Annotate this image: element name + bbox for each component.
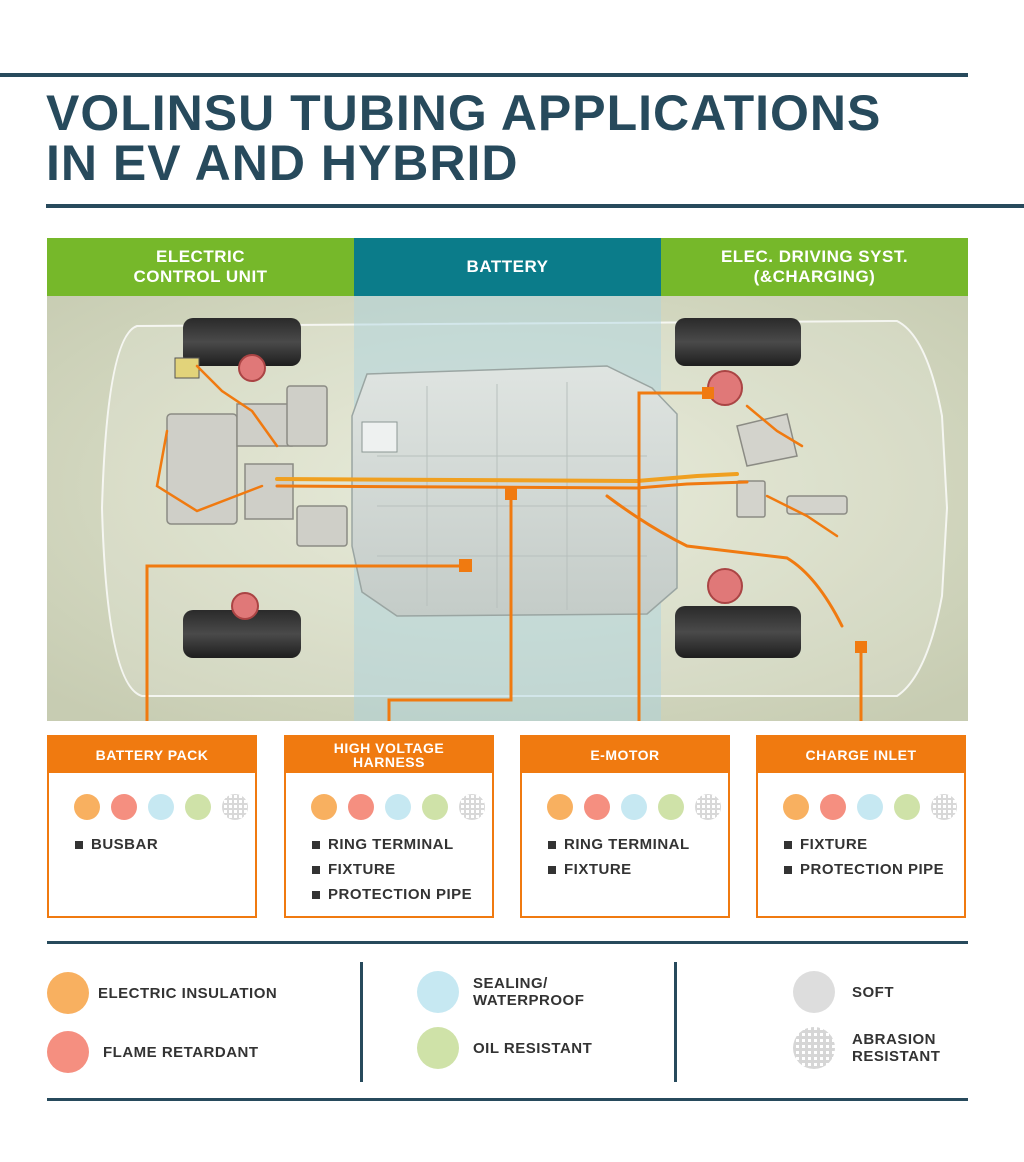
legend-flame-retardant: FLAME RETARDANT bbox=[47, 1031, 259, 1073]
legend-bottom-rule bbox=[47, 1098, 968, 1101]
legend-top-rule bbox=[47, 941, 968, 944]
bullet-square-icon bbox=[75, 841, 83, 849]
card-title: BATTERY PACK bbox=[49, 737, 255, 773]
section-header-electric-control-unit: ELECTRIC CONTROL UNIT bbox=[47, 238, 354, 296]
card-title: CHARGE INLET bbox=[758, 737, 964, 773]
legend-oil-resistant: OIL RESISTANT bbox=[417, 1027, 592, 1069]
legend-divider bbox=[360, 962, 363, 1082]
top-rule bbox=[0, 73, 968, 77]
electric-insulation-icon bbox=[547, 794, 573, 820]
card-title: HIGH VOLTAGE HARNESS bbox=[286, 737, 492, 773]
callout-markers bbox=[459, 387, 867, 653]
light-green-circle-icon bbox=[417, 1027, 459, 1069]
flame-retardant-icon bbox=[820, 794, 846, 820]
control-unit-machinery bbox=[166, 385, 348, 547]
abrasion-resistant-icon bbox=[931, 794, 957, 820]
legend-soft: SOFT bbox=[793, 971, 894, 1013]
feature-item: FIXTURE bbox=[310, 860, 472, 885]
sealing-waterproof-icon bbox=[621, 794, 647, 820]
oil-resistant-icon bbox=[894, 794, 920, 820]
card-high-voltage-harness: HIGH VOLTAGE HARNESS RING TERMINAL FIXTU… bbox=[284, 735, 494, 918]
feature-item: RING TERMINAL bbox=[546, 835, 690, 860]
section-header-elec-driving-system: ELEC. DRIVING SYST. (&CHARGING) bbox=[661, 238, 968, 296]
bullet-square-icon bbox=[312, 841, 320, 849]
property-dots bbox=[547, 794, 721, 820]
legend-abrasion-resistant: ABRASION RESISTANT bbox=[793, 1027, 940, 1069]
feature-item: FIXTURE bbox=[782, 835, 944, 860]
feature-item: PROTECTION PIPE bbox=[310, 885, 472, 910]
feature-item: RING TERMINAL bbox=[310, 835, 472, 860]
card-e-motor: E-MOTOR RING TERMINAL FIXTURE bbox=[520, 735, 730, 918]
electric-insulation-icon bbox=[783, 794, 809, 820]
light-blue-circle-icon bbox=[417, 971, 459, 1013]
oil-resistant-icon bbox=[658, 794, 684, 820]
abrasion-resistant-icon bbox=[222, 794, 248, 820]
sealing-waterproof-icon bbox=[148, 794, 174, 820]
ev-chassis-illustration bbox=[47, 296, 968, 721]
brake-discs bbox=[231, 354, 743, 620]
feature-item: BUSBAR bbox=[73, 835, 158, 860]
bullet-square-icon bbox=[548, 841, 556, 849]
feature-item: FIXTURE bbox=[546, 860, 690, 885]
tire-front-left bbox=[183, 318, 301, 366]
card-title: E-MOTOR bbox=[522, 737, 728, 773]
oil-resistant-icon bbox=[422, 794, 448, 820]
legend-sealing-waterproof: SEALING/ WATERPROOF bbox=[417, 971, 584, 1013]
orange-circle-icon bbox=[47, 972, 89, 1014]
flame-retardant-icon bbox=[111, 794, 137, 820]
feature-list: RING TERMINAL FIXTURE bbox=[546, 835, 690, 885]
ecu-module bbox=[174, 357, 200, 379]
sealing-waterproof-icon bbox=[385, 794, 411, 820]
harness-cables bbox=[155, 364, 844, 628]
feature-item: PROTECTION PIPE bbox=[782, 860, 944, 885]
drive-system-machinery bbox=[736, 413, 848, 518]
bullet-square-icon bbox=[548, 866, 556, 874]
tire-rear-right bbox=[675, 606, 801, 658]
flame-retardant-icon bbox=[348, 794, 374, 820]
property-dots bbox=[783, 794, 957, 820]
section-header-battery: BATTERY bbox=[354, 238, 661, 296]
electric-insulation-icon bbox=[74, 794, 100, 820]
property-dots bbox=[311, 794, 485, 820]
bullet-square-icon bbox=[312, 866, 320, 874]
feature-list: FIXTURE PROTECTION PIPE bbox=[782, 835, 944, 885]
red-circle-icon bbox=[47, 1031, 89, 1073]
flame-retardant-icon bbox=[584, 794, 610, 820]
tire-front-right bbox=[675, 318, 801, 366]
property-dots bbox=[74, 794, 248, 820]
callout-lines bbox=[145, 391, 863, 721]
title-underline bbox=[46, 204, 1024, 208]
bullet-square-icon bbox=[784, 841, 792, 849]
abrasion-resistant-icon bbox=[459, 794, 485, 820]
oil-resistant-icon bbox=[185, 794, 211, 820]
battery-module-box bbox=[361, 421, 398, 453]
card-charge-inlet: CHARGE INLET FIXTURE PROTECTION PIPE bbox=[756, 735, 966, 918]
bullet-square-icon bbox=[784, 866, 792, 874]
feature-list: BUSBAR bbox=[73, 835, 158, 860]
electric-insulation-icon bbox=[311, 794, 337, 820]
card-battery-pack: BATTERY PACK BUSBAR bbox=[47, 735, 257, 918]
bullet-square-icon bbox=[312, 891, 320, 899]
tire-rear-left bbox=[183, 610, 301, 658]
page-title: VOLINSU TUBING APPLICATIONS IN EV AND HY… bbox=[46, 85, 882, 191]
legend-divider bbox=[674, 962, 677, 1082]
feature-list: RING TERMINAL FIXTURE PROTECTION PIPE bbox=[310, 835, 472, 910]
abrasion-resistant-icon bbox=[695, 794, 721, 820]
sealing-waterproof-icon bbox=[857, 794, 883, 820]
legend-electric-insulation: ELECTRIC INSULATION bbox=[47, 972, 277, 1014]
grey-circle-icon bbox=[793, 971, 835, 1013]
mesh-circle-icon bbox=[793, 1027, 835, 1069]
